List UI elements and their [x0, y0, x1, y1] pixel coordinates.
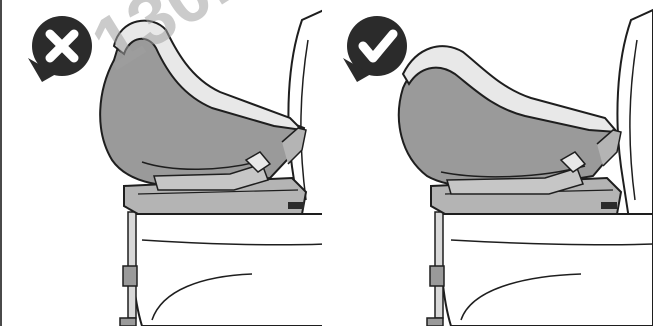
vehicle-seat-cushion	[440, 214, 653, 326]
child-seat	[100, 21, 306, 190]
child-seat	[399, 46, 621, 194]
incorrect-badge	[28, 16, 92, 82]
child-seat-shell	[100, 24, 304, 186]
vehicle-seat-cushion	[131, 214, 322, 326]
correct-installation-illustration	[331, 0, 653, 326]
support-leg	[427, 212, 444, 326]
isofix-connector-icon	[601, 202, 617, 209]
incorrect-installation-panel: 130.	[0, 0, 322, 326]
correct-installation-panel	[331, 0, 653, 326]
isofix-connector-icon	[288, 202, 304, 209]
correct-badge	[343, 16, 407, 82]
incorrect-installation-illustration	[2, 0, 322, 326]
support-leg	[120, 212, 137, 326]
